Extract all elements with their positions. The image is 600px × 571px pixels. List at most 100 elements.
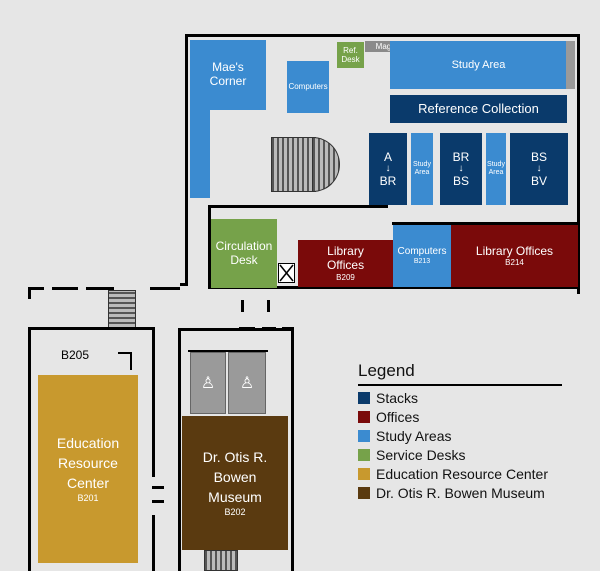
legend-item-erc: Education Resource Center: [358, 465, 548, 483]
erc-room: B201: [77, 493, 99, 504]
erc-wall-left: [28, 327, 31, 571]
computers-b213-room: B213: [413, 257, 431, 265]
erc-wall-top: [28, 327, 155, 330]
legend-swatch-offices: [358, 411, 370, 423]
arrow-down-icon: ↓: [385, 163, 391, 174]
hallway-dash: [28, 287, 44, 290]
erc-door-dash: [152, 500, 164, 503]
study-area-small-2-label: Study Area: [487, 160, 505, 176]
legend-item-stacks: Stacks: [358, 389, 418, 407]
legend-title: Legend: [358, 361, 415, 380]
legend-swatch-stacks: [358, 392, 370, 404]
legend-label-stacks: Stacks: [376, 390, 419, 406]
stack-a-br-start: A: [383, 150, 392, 164]
legend-item-offices: Offices: [358, 408, 419, 426]
library-wall-mid: [208, 205, 388, 208]
arrow-down-icon: ↓: [536, 163, 542, 174]
study-area-top-edge: [566, 41, 575, 89]
library-offices-b209-room: B209: [336, 272, 355, 282]
legend-swatch-service-desks: [358, 449, 370, 461]
legend-label-service-desks: Service Desks: [376, 447, 466, 463]
reference-collection: Reference Collection: [390, 95, 567, 123]
legend-label-erc: Education Resource Center: [376, 466, 548, 482]
computers-b213-label: Computers: [397, 246, 447, 258]
reference-desk: Ref. Desk: [337, 42, 364, 68]
circulation-desk-label: Circulation Desk: [215, 238, 273, 267]
arrow-down-icon: ↓: [458, 163, 464, 174]
legend-label-study-areas: Study Areas: [376, 428, 452, 444]
legend-item-service-desks: Service Desks: [358, 446, 465, 464]
stack-bs-bv-start: BS: [530, 150, 547, 164]
library-wall-bottom: [208, 286, 580, 289]
restroom-person-icon: ♙: [239, 375, 255, 392]
legend-label-museum: Dr. Otis R. Bowen Museum: [376, 485, 545, 501]
study-area-top-label: Study Area: [451, 58, 506, 71]
computers-b213: Computers B213: [393, 225, 451, 287]
bowen-museum-room: B202: [224, 507, 246, 518]
study-area-small-1-label: Study Area: [413, 160, 431, 176]
legend-swatch-museum: [358, 487, 370, 499]
restroom-men: ♙: [228, 352, 266, 414]
circulation-desk: Circulation Desk: [211, 219, 277, 288]
b205-door-frame: [118, 352, 132, 370]
library-wall-inner-left: [208, 205, 211, 289]
hallway-dash: [52, 287, 78, 290]
restroom-women: ♙: [190, 352, 226, 414]
museum-staircase: [204, 550, 238, 571]
hallway-dash: [28, 287, 31, 299]
erc-label: Education Resource Center: [56, 435, 120, 491]
elevator-icon: [278, 263, 295, 283]
bowen-museum: Dr. Otis R. Bowen Museum B202: [182, 416, 288, 550]
study-area-top: Study Area: [390, 41, 567, 89]
stack-br-bs-start: BR: [452, 150, 470, 164]
maes-corner-label: Mae's Corner: [209, 60, 247, 88]
library-wall-right: [577, 34, 580, 294]
library-offices-b214-room: B214: [505, 258, 524, 268]
library-offices-b209-label: Library Offices: [326, 244, 365, 272]
stack-br-bs-end: BS: [452, 174, 469, 188]
library-offices-b214-label: Library Offices: [475, 243, 554, 258]
main-staircase: [271, 137, 316, 192]
legend-item-study-areas: Study Areas: [358, 427, 452, 445]
maes-corner: Mae's Corner: [190, 40, 266, 110]
b205-label: B205: [60, 348, 90, 362]
museum-wall-top: [178, 328, 294, 331]
hallway-dash: [241, 300, 244, 312]
stack-a-br: A ↓ BR: [369, 133, 407, 205]
library-offices-b209: Library Offices B209: [298, 240, 393, 287]
legend-rule: [358, 384, 562, 386]
library-wall-left: [185, 34, 188, 286]
west-staircase: [108, 290, 136, 330]
reference-collection-label: Reference Collection: [418, 100, 539, 116]
stack-bs-bv: BS ↓ BV: [510, 133, 568, 205]
hallway-dash: [86, 287, 114, 290]
b205-room: B205: [34, 340, 116, 370]
museum-wall-left: [178, 328, 181, 571]
education-resource-center: Education Resource Center B201: [38, 375, 138, 563]
stack-br-bs: BR ↓ BS: [440, 133, 482, 205]
erc-door-dash: [152, 486, 164, 489]
computers-area: Computers: [287, 61, 329, 113]
restroom-person-icon: ♙: [200, 375, 216, 392]
erc-wall-right: [152, 327, 155, 477]
library-wall-mid-right: [392, 222, 580, 225]
library-wall-top: [185, 34, 580, 37]
erc-wall-right-lower: [152, 515, 155, 571]
study-area-small-1: Study Area: [411, 133, 433, 205]
library-offices-b214: Library Offices B214: [451, 225, 578, 287]
computers-label: Computers: [288, 82, 328, 92]
main-staircase-curve: [312, 137, 340, 192]
legend-item-museum: Dr. Otis R. Bowen Museum: [358, 484, 545, 502]
stack-bs-bv-end: BV: [530, 174, 547, 188]
maes-corner-extension: [190, 108, 210, 198]
legend-label-offices: Offices: [376, 409, 420, 425]
stack-a-br-end: BR: [379, 174, 397, 188]
reference-desk-label: Ref. Desk: [341, 45, 360, 64]
library-wall-sw: [180, 283, 188, 286]
restroom-divider: [188, 350, 268, 352]
bowen-museum-label: Dr. Otis R. Bowen Museum: [202, 449, 268, 505]
hallway-dash: [150, 287, 180, 290]
museum-wall-right: [291, 328, 294, 571]
hallway-dash: [267, 300, 270, 312]
study-area-small-2: Study Area: [486, 133, 506, 205]
